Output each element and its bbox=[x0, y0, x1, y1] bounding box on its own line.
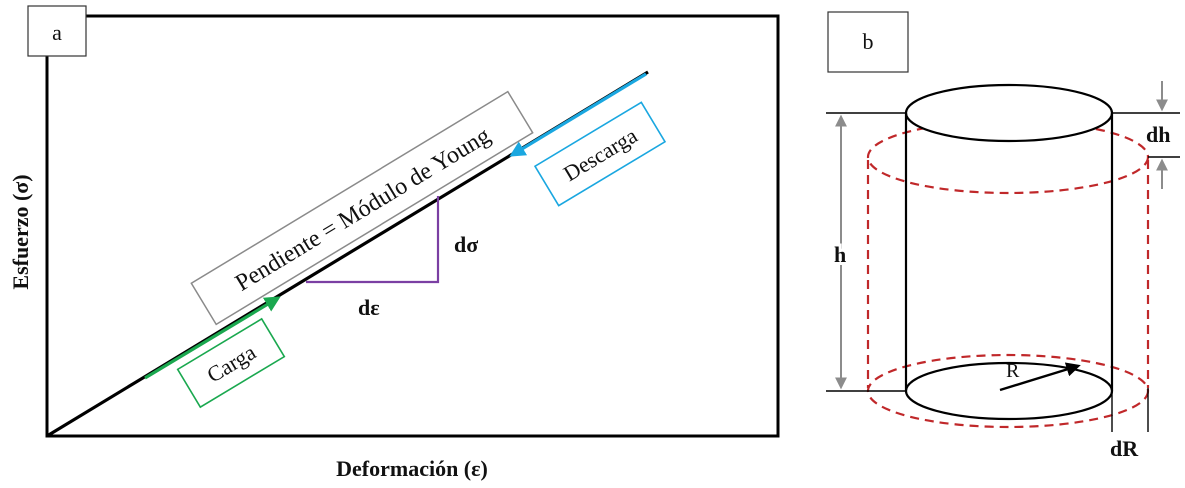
dsigma-label: dσ bbox=[454, 232, 478, 257]
load-box: Carga bbox=[176, 317, 286, 409]
plot-frame bbox=[45, 14, 780, 438]
panel-b: b R h dh dR bbox=[826, 11, 1180, 461]
x-axis-label: Deformación (ε) bbox=[336, 456, 488, 481]
radius-label: R bbox=[1006, 360, 1020, 382]
panel-b-label: b bbox=[863, 29, 874, 54]
cylinder-top-ellipse bbox=[904, 83, 1114, 143]
depsilon-label: dε bbox=[358, 295, 380, 320]
unload-box: Descarga bbox=[533, 101, 667, 207]
radius-arrow bbox=[999, 362, 1081, 392]
height-label: h bbox=[834, 242, 846, 267]
slope-box: Pendiente = Módulo de Young bbox=[190, 90, 534, 326]
y-axis-label: Esfuerzo (σ) bbox=[8, 174, 33, 289]
panel-a-label: a bbox=[52, 20, 62, 45]
dr-label: dR bbox=[1110, 436, 1139, 461]
panel-a: a Esfuerzo (σ) Deformación (ε) dσ dε Pen… bbox=[8, 5, 780, 481]
slope-triangle bbox=[306, 196, 440, 284]
slope-label: Pendiente = Módulo de Young bbox=[231, 123, 495, 297]
unload-arrow bbox=[509, 72, 647, 157]
panel-a-label-box bbox=[27, 5, 87, 57]
dh-label: dh bbox=[1146, 122, 1170, 147]
load-arrow bbox=[144, 296, 281, 380]
panel-b-label-box bbox=[827, 11, 909, 73]
